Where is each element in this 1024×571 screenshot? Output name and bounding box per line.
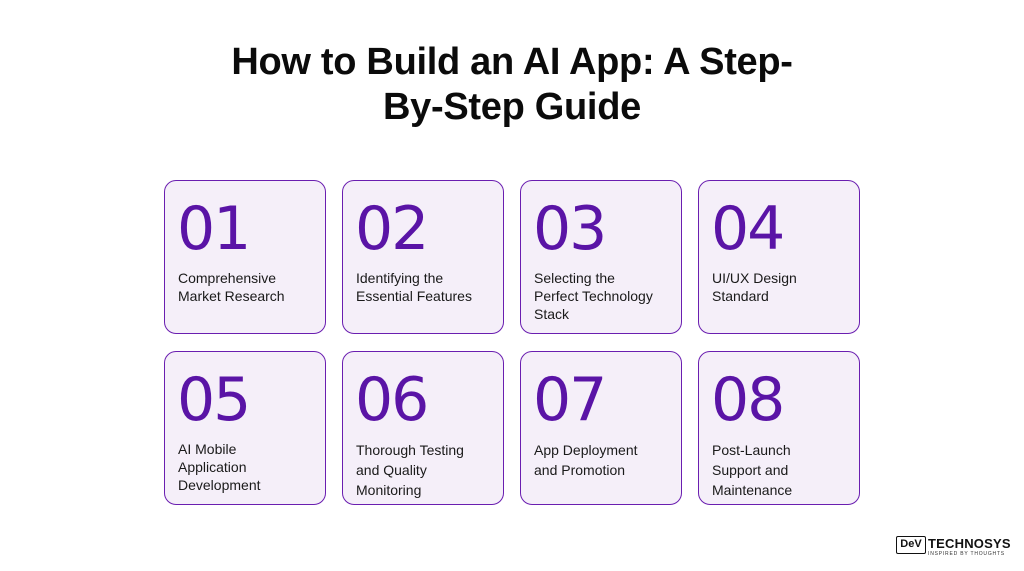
step-card-07: 07 App Deployment and Promotion (520, 351, 682, 505)
step-number: 06 (355, 365, 429, 435)
step-label: Comprehensive Market Research (178, 270, 285, 304)
logo-tagline: INSPIRED BY THOUGHTS (928, 551, 1005, 557)
step-label: UI/UX Design Standard (712, 270, 797, 304)
step-number: 07 (533, 365, 607, 435)
step-card-03: 03 Selecting the Perfect Technology Stac… (520, 180, 682, 334)
page-title-line-1: How to Build an AI App: A Step- (231, 41, 793, 83)
step-label: Identifying the Essential Features (356, 270, 472, 304)
step-number: 02 (355, 194, 429, 264)
brand-logo: DeV TECHNOSYS INSPIRED BY THOUGHTS (896, 536, 1012, 558)
step-card-01: 01 Comprehensive Market Research (164, 180, 326, 334)
step-card-05: 05 AI Mobile Application Development (164, 351, 326, 505)
step-label: App Deployment and Promotion (534, 442, 638, 478)
step-number: 03 (533, 194, 607, 264)
logo-mark: DeV (896, 536, 926, 554)
step-label: Selecting the Perfect Technology Stack (534, 270, 653, 322)
step-card-08: 08 Post-Launch Support and Maintenance (698, 351, 860, 505)
step-label: AI Mobile Application Development (178, 441, 261, 493)
page-title-line-2: By-Step Guide (383, 86, 641, 128)
step-label: Thorough Testing and Quality Monitoring (356, 442, 464, 498)
step-number: 08 (711, 365, 785, 435)
step-card-06: 06 Thorough Testing and Quality Monitori… (342, 351, 504, 505)
step-card-04: 04 UI/UX Design Standard (698, 180, 860, 334)
page-title: How to Build an AI App: A Step- By-Step … (0, 40, 1024, 130)
logo-wordmark: TECHNOSYS (928, 536, 1011, 551)
step-label: Post-Launch Support and Maintenance (712, 442, 793, 498)
step-number: 05 (177, 365, 251, 435)
step-card-02: 02 Identifying the Essential Features (342, 180, 504, 334)
step-number: 01 (177, 194, 251, 264)
step-number: 04 (711, 194, 785, 264)
